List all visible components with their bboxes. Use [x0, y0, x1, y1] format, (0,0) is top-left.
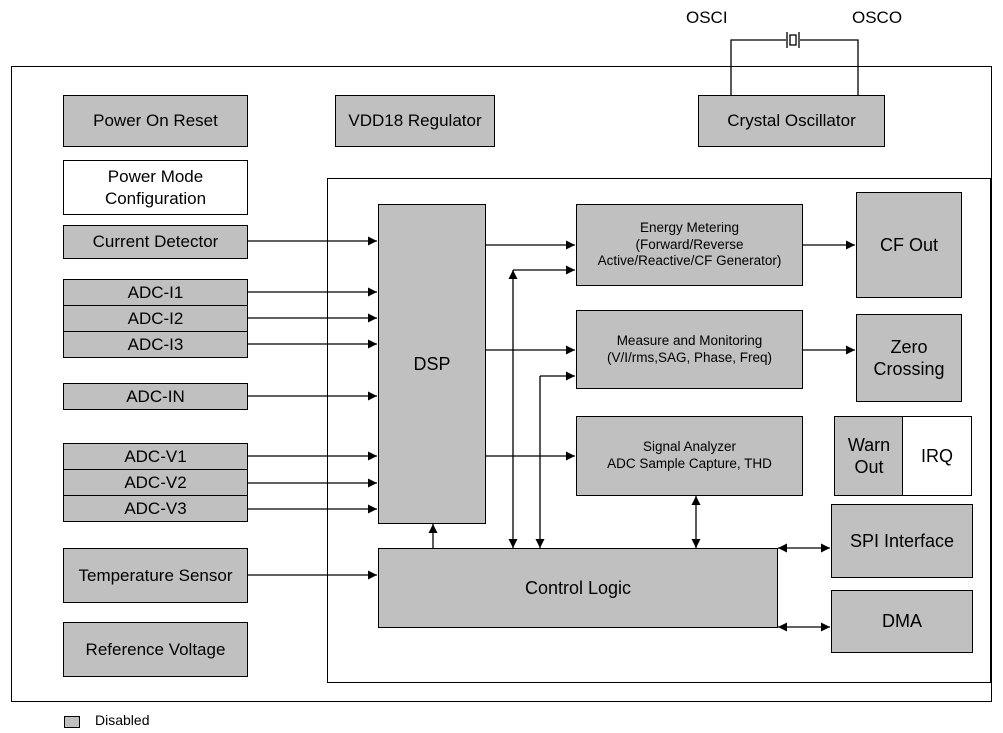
adc-v2-block: ADC-V2: [63, 469, 248, 496]
zero-crossing-block: Zero Crossing: [856, 314, 962, 402]
control-logic-block: Control Logic: [378, 548, 778, 628]
dma-block: DMA: [831, 590, 973, 653]
crystal-icon: [789, 34, 797, 46]
cf-out-block: CF Out: [856, 192, 962, 298]
power-mode-configuration-block: Power Mode Configuration: [63, 160, 248, 215]
power-on-reset-block: Power On Reset: [63, 95, 248, 147]
signal-analyzer-block: Signal Analyzer ADC Sample Capture, THD: [576, 416, 803, 496]
spi-interface-block: SPI Interface: [831, 504, 973, 578]
osc-wire: [730, 39, 786, 95]
energy-metering-block: Energy Metering (Forward/Reverse Active/…: [576, 204, 803, 286]
vdd18-regulator-block: VDD18 Regulator: [335, 95, 495, 147]
measure-monitoring-block: Measure and Monitoring (V/I/rms,SAG, Pha…: [576, 310, 803, 389]
chip-boundary: [11, 66, 992, 702]
adc-v1-block: ADC-V1: [63, 443, 248, 470]
adc-in-block: ADC-IN: [63, 383, 248, 410]
temperature-sensor-block: Temperature Sensor: [63, 548, 248, 603]
dsp-block: DSP: [378, 204, 486, 524]
adc-i1-block: ADC-I1: [63, 279, 248, 306]
legend-disabled-swatch: [64, 716, 80, 728]
irq-block: IRQ: [902, 416, 972, 496]
adc-i2-block: ADC-I2: [63, 305, 248, 332]
adc-i3-block: ADC-I3: [63, 331, 248, 358]
current-detector-block: Current Detector: [63, 225, 248, 259]
osco-pin-label: OSCO: [852, 8, 903, 27]
adc-v3-block: ADC-V3: [63, 495, 248, 522]
osc-wire: [800, 39, 859, 95]
crystal-oscillator-block: Crystal Oscillator: [698, 95, 885, 147]
reference-voltage-block: Reference Voltage: [63, 622, 248, 677]
osci-pin-label: OSCI: [686, 8, 728, 27]
legend-disabled-label: Disabled: [95, 712, 150, 728]
warn-out-block: Warn Out: [834, 416, 904, 496]
digital-core-boundary: [327, 178, 991, 683]
